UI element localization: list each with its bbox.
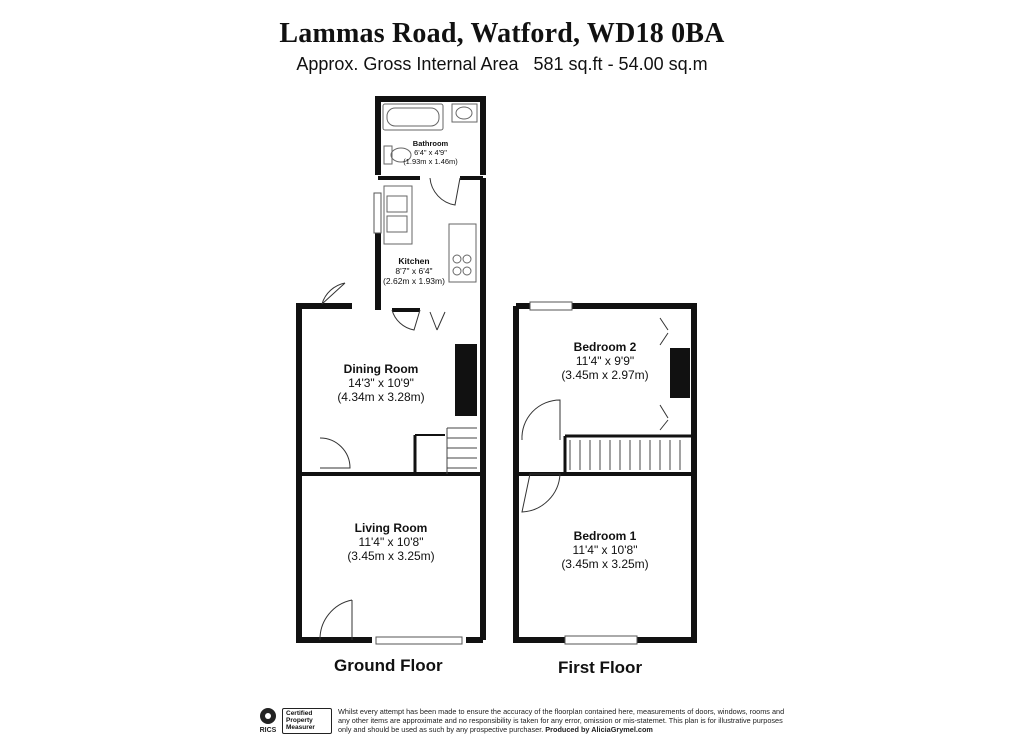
bathroom-fixtures <box>382 103 478 165</box>
first-chimney-breast <box>670 348 690 398</box>
area-subtitle: Approx. Gross Internal Area 581 sq.ft - … <box>0 54 1004 75</box>
disclaimer-body: Whilst every attempt has been made to en… <box>338 707 785 735</box>
disclaimer-text: Whilst every attempt has been made to en… <box>338 707 788 734</box>
first-windows <box>529 301 638 645</box>
first-stairs <box>569 440 681 470</box>
cert-line-3: Measurer <box>286 723 315 731</box>
area-label: Approx. Gross Internal Area <box>296 54 519 74</box>
first-doors <box>521 317 669 513</box>
ground-doors <box>319 177 461 641</box>
room-dining: Dining Room 14'3" x 10'9" (4.34m x 3.28m… <box>337 362 425 405</box>
room-bedroom-2: Bedroom 2 11'4" x 9'9" (3.45m x 2.97m) <box>561 340 649 383</box>
page-title: Lammas Road, Watford, WD18 0BA <box>279 18 725 49</box>
certified-badge: Certified Property Measurer <box>282 708 332 734</box>
first-floor-label: First Floor <box>558 658 643 677</box>
room-bedroom-1: Bedroom 1 11'4" x 10'8" (3.45m x 3.25m) <box>561 529 649 572</box>
ground-floor-label: Ground Floor <box>334 656 443 675</box>
ground-floor-walls <box>296 96 486 643</box>
produced-by: Produced by AliciaGrymel.com <box>545 725 653 735</box>
cert-line-2: Property <box>286 716 313 724</box>
room-kitchen: Kitchen 8'7" x 6'4" (2.62m x 1.93m) <box>383 256 445 287</box>
bathroom-outer-wall <box>375 96 486 175</box>
first-left-wall <box>513 306 565 643</box>
rics-logo-icon: RICS <box>260 708 277 734</box>
room-living: Living Room 11'4" x 10'8" (3.45m x 3.25m… <box>347 521 435 564</box>
kitchen-fixtures <box>383 185 477 283</box>
ground-cupboard-marks <box>429 311 446 331</box>
cert-line-1: Certified <box>286 710 313 717</box>
rics-logo-text: RICS <box>260 727 277 734</box>
ground-stairs <box>446 427 477 474</box>
ground-chimney-breast <box>455 344 477 416</box>
room-bathroom: Bathroom 6'4" x 4'9" (1.93m x 1.46m) <box>403 139 458 166</box>
ground-windows <box>373 192 463 645</box>
area-value: 581 sq.ft - 54.00 sq.m <box>533 54 708 74</box>
